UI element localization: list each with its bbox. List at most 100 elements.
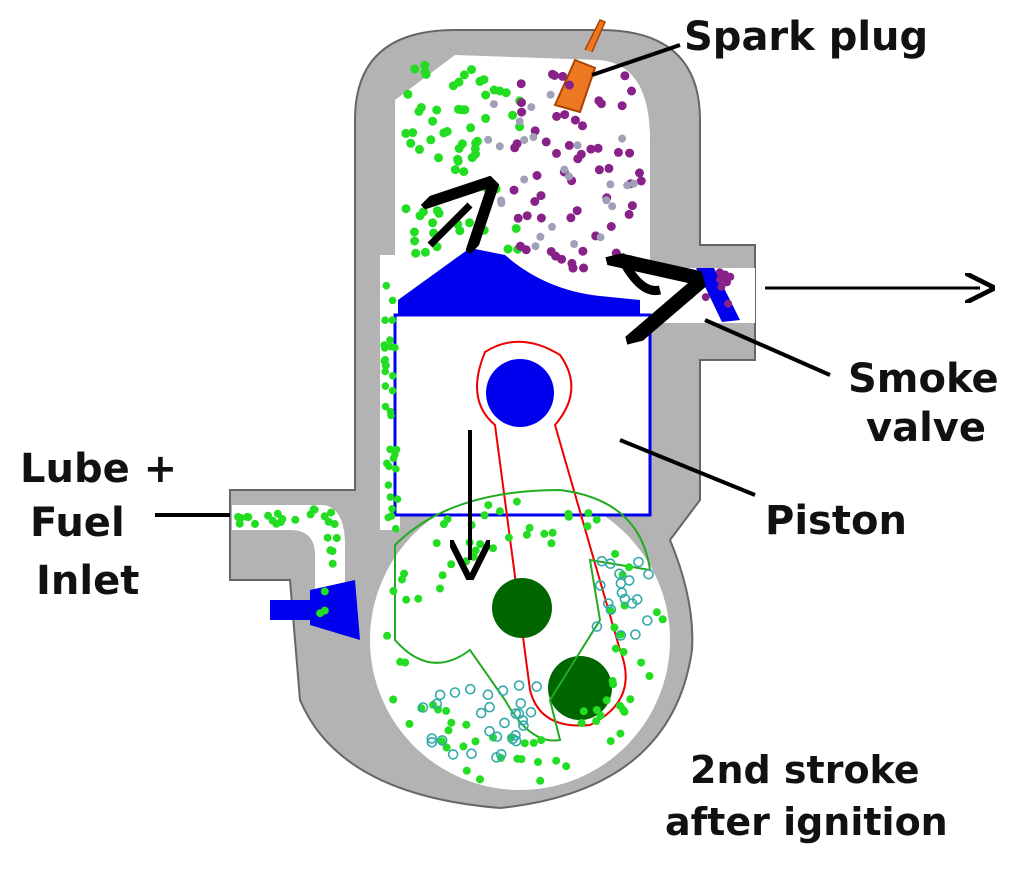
lube-particle (591, 621, 603, 632)
inlet-label-line2: Fuel (30, 500, 125, 546)
exhaust-particle (573, 154, 583, 164)
fuel-particle (386, 407, 395, 416)
fuel-particle (401, 204, 411, 214)
fuel-particle (471, 737, 480, 746)
fuel-particle (386, 493, 395, 501)
fuel-particle (291, 515, 300, 524)
fuel-particle (273, 509, 282, 518)
fuel-particle (457, 105, 466, 115)
fuel-particle (457, 139, 467, 149)
exhaust-particle (521, 245, 531, 255)
exhaust-particle (606, 222, 616, 231)
exhaust-particle (568, 263, 578, 273)
exhaust-particle (566, 213, 576, 223)
fuel-particle (437, 737, 446, 746)
smoke-valve-label-line1: Smoke (848, 356, 999, 402)
smoke-valve-label-line2: valve (866, 405, 986, 451)
fuel-particle (467, 65, 476, 75)
inlet-valve-stem (270, 600, 310, 620)
lube-particle (447, 749, 459, 760)
exhaust-particle (724, 299, 733, 308)
fuel-particle (625, 563, 633, 572)
fuel-particle (564, 509, 573, 518)
lube-particle (641, 615, 653, 626)
fuel-particle (484, 501, 493, 510)
exhaust-particle (604, 163, 614, 173)
fuel-particle (453, 154, 463, 164)
fuel-particle (428, 218, 438, 228)
piston-deflector (398, 248, 640, 316)
fuel-particle (602, 696, 611, 705)
spark-plug-icon (553, 19, 606, 114)
exhaust-particle (617, 101, 627, 111)
fuel-particle (652, 608, 661, 617)
fuel-particle (534, 758, 542, 766)
fuel-particle (495, 86, 505, 96)
lube-particle (499, 717, 510, 729)
fuel-particle (320, 512, 329, 521)
exhaust-particle (572, 206, 582, 216)
fuel-particle (608, 677, 617, 685)
exhaust-particle (536, 191, 546, 201)
exhaust-particle (578, 246, 588, 256)
exhaust-particle (484, 135, 493, 144)
fuel-particle (490, 182, 500, 192)
exhaust-particle (624, 209, 634, 219)
exhaust-particle (570, 240, 579, 248)
fuel-particle (459, 70, 469, 80)
exhaust-particle (636, 176, 646, 186)
crank-main (492, 578, 552, 638)
fuel-particle (268, 516, 277, 525)
lube-particle (513, 708, 525, 720)
lube-particle (434, 689, 446, 701)
crankcase (370, 490, 670, 790)
exhaust-particle (536, 232, 545, 241)
fuel-particle (489, 544, 497, 553)
fuel-particle (415, 211, 425, 221)
fuel-particle (645, 672, 654, 680)
fuel-particle (480, 511, 489, 520)
fuel-particle (392, 524, 400, 533)
fuel-particle (438, 571, 447, 580)
fuel-particle (583, 522, 592, 531)
fuel-particle (409, 227, 419, 237)
exhaust-particle (546, 90, 555, 99)
fuel-particle (388, 386, 397, 395)
fuel-particle (508, 110, 518, 120)
lube-particle (518, 720, 529, 731)
exhaust-particle (606, 180, 615, 189)
piston-label: Piston (765, 498, 907, 544)
fuel-particle (475, 76, 485, 86)
fuel-particle (389, 695, 398, 704)
fuel-particle (432, 539, 441, 548)
crank-pin (548, 656, 612, 720)
fuel-particle (328, 559, 337, 568)
fuel-particle (459, 167, 469, 177)
fuel-particle (584, 509, 593, 518)
fuel-particle (327, 508, 336, 517)
exhaust-particle (613, 147, 623, 157)
exhaust-particle (579, 263, 589, 273)
fuel-particle (442, 743, 451, 752)
exhaust-particle (516, 79, 526, 89)
fuel-particle (511, 224, 521, 233)
fuel-particle (537, 736, 546, 745)
fuel-particle (389, 587, 398, 595)
fuel-particle (552, 756, 561, 765)
exhaust-particle (701, 293, 710, 302)
fuel-particle (410, 236, 420, 246)
exhaust-particle (531, 242, 540, 251)
fuel-particle (658, 615, 667, 624)
fuel-particle (455, 226, 465, 236)
exhaust-particle (536, 213, 546, 223)
fuel-particle (459, 742, 468, 751)
exhaust-particle (635, 168, 644, 178)
smoke-valve-leader (704, 318, 831, 377)
fuel-particle (476, 540, 485, 549)
fuel-particle (386, 336, 394, 344)
fuel-particle (450, 165, 460, 175)
fuel-particle (381, 344, 389, 352)
fuel-particle (235, 519, 244, 528)
fuel-particle (626, 695, 635, 704)
fuel-particle (619, 647, 628, 656)
